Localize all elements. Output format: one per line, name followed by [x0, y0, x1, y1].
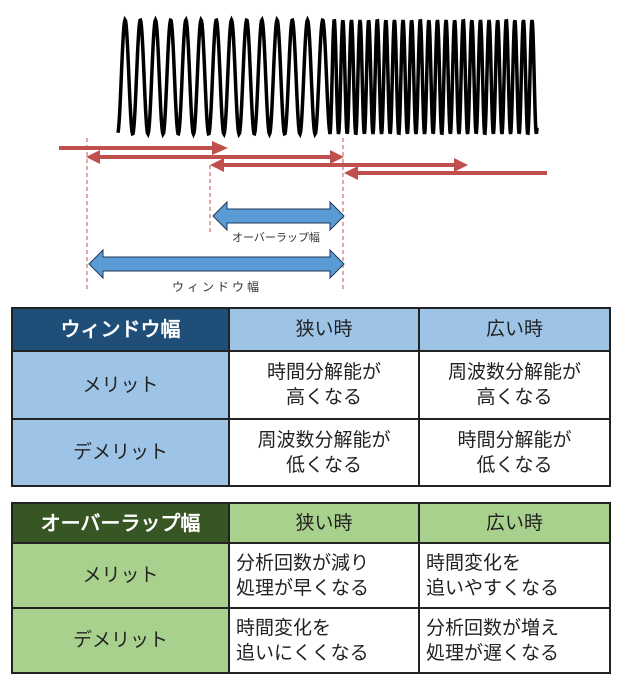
row-label-merit: メリット	[11, 350, 230, 420]
window-width-table: ウィンドウ幅 狭い時 広い時 メリット 時間分解能が高くなる 周波数分解能が高く…	[11, 307, 611, 487]
window-width-label: ウィンドウ幅	[172, 280, 263, 294]
overlap-width-table: オーバーラップ幅 狭い時 広い時 メリット 分析回数が減り処理が早くなる 時間変…	[11, 502, 611, 674]
header-wide: 広い時	[418, 502, 611, 544]
table-header-row: ウィンドウ幅 狭い時 広い時	[11, 307, 611, 352]
red-arrow-window-0	[59, 141, 228, 155]
cell-line: 低くなる	[285, 453, 362, 476]
window-width-arrow	[88, 248, 345, 280]
cell-line: 高くなる	[285, 386, 362, 408]
cell-line: 処理が遅くなる	[426, 641, 560, 664]
cell: 時間変化を追いにくくなる	[228, 607, 420, 674]
table-row: メリット 時間分解能が高くなる 周波数分解能が高くなる	[11, 350, 611, 420]
cell-line: 処理が早くなる	[236, 576, 370, 599]
red-arrow-window-2	[210, 158, 468, 172]
cell-line: 時間変化を	[236, 616, 332, 639]
overlap-width-arrow	[212, 200, 345, 232]
red-arrow-window-1	[86, 150, 344, 164]
cell-line: 追いにくくなる	[236, 641, 369, 664]
cell: 分析回数が増え処理が遅くなる	[418, 607, 611, 674]
cell-line: 周波数分解能が	[447, 361, 581, 383]
cell-line: 周波数分解能が	[257, 428, 391, 451]
table-row: デメリット 時間変化を追いにくくなる 分析回数が増え処理が遅くなる	[11, 607, 611, 674]
row-label-demerit: デメリット	[11, 418, 230, 487]
header-narrow: 狭い時	[228, 502, 420, 544]
row-label-merit: メリット	[11, 542, 230, 609]
window-diagram	[59, 15, 547, 290]
cell: 周波数分解能が低くなる	[228, 418, 420, 487]
cell-line: 時間変化を	[426, 551, 522, 574]
cell-line: 時間分解能が	[457, 428, 572, 451]
header-overlap-width: オーバーラップ幅	[11, 502, 230, 544]
table-row: メリット 分析回数が減り処理が早くなる 時間変化を追いやすくなる	[11, 542, 611, 609]
header-narrow: 狭い時	[228, 307, 420, 352]
cell: 時間分解能が低くなる	[418, 418, 611, 487]
overlap-width-label: オーバーラップ幅	[232, 231, 320, 244]
cell: 時間変化を追いやすくなる	[418, 542, 611, 609]
cell: 時間分解能が高くなる	[228, 350, 420, 420]
cell-line: 高くなる	[476, 386, 553, 408]
cell-line: 分析回数が増え	[426, 616, 560, 639]
cell-line: 低くなる	[476, 453, 553, 476]
header-window-width: ウィンドウ幅	[11, 307, 230, 352]
chirp-signal	[116, 15, 539, 139]
cell: 周波数分解能が高くなる	[418, 350, 611, 420]
row-label-demerit: デメリット	[11, 607, 230, 674]
table-row: デメリット 周波数分解能が低くなる 時間分解能が低くなる	[11, 418, 611, 487]
cell-line: 時間分解能が	[266, 361, 381, 383]
red-arrow-window-3	[344, 166, 547, 180]
table-header-row: オーバーラップ幅 狭い時 広い時	[11, 502, 611, 544]
cell-line: 追いやすくなる	[426, 576, 560, 599]
cell-line: 分析回数が減り	[236, 551, 370, 574]
cell: 分析回数が減り処理が早くなる	[228, 542, 420, 609]
header-wide: 広い時	[418, 307, 611, 352]
